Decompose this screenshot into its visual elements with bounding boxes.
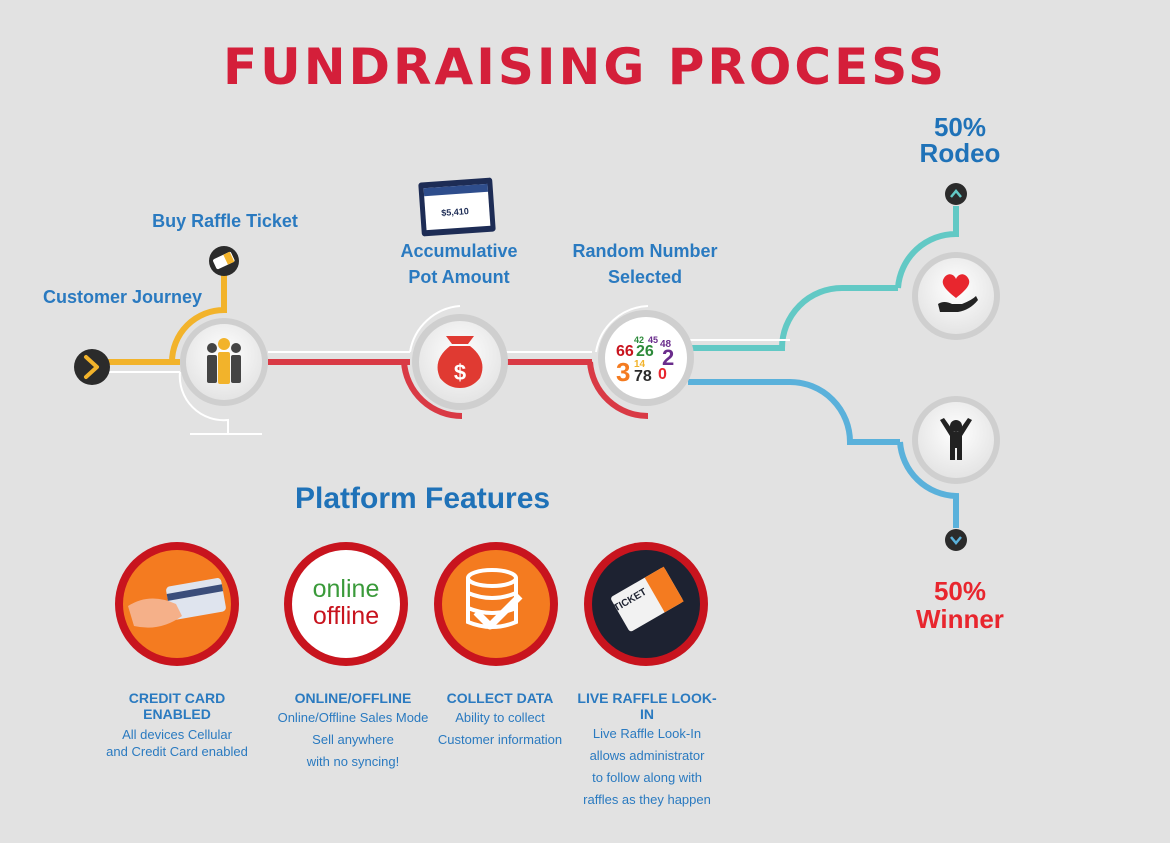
feature-desc-line: and Credit Card enabled [106, 744, 248, 759]
number-glyph: 45 [648, 335, 659, 345]
feature-desc-line: raffles as they happen [583, 792, 711, 807]
feature-desc-line: Live Raffle Look-In [592, 726, 702, 741]
feature-online-offline: ONLINE/OFFLINE Online/Offline Sales Mode… [271, 690, 435, 773]
rodeo-label: Rodeo [919, 138, 1001, 168]
number-glyph: 78 [634, 368, 652, 385]
feature-desc-line: All devices Cellular [122, 727, 232, 742]
scoreboard-icon [418, 177, 496, 237]
offline-word: offline [312, 602, 380, 630]
credit-card-icon [115, 542, 239, 666]
chevron-right-icon[interactable] [74, 349, 110, 385]
random-numbers-icon [598, 310, 694, 406]
feature-desc: All devices Cellular and Credit Card ena… [102, 726, 252, 760]
rodeo-percent: 50% [933, 112, 987, 142]
feature-desc-line: to follow along with [592, 770, 702, 785]
pot-label-line2: Pot Amount [408, 267, 510, 287]
winner-line [688, 379, 959, 528]
svg-text:$: $ [454, 360, 466, 385]
winner-label: Winner [916, 604, 1004, 634]
feature-desc-line: with no syncing! [306, 754, 400, 769]
feature-credit-card: CREDIT CARD ENABLED All devices Cellular… [102, 690, 252, 760]
feature-desc: Ability to collect Customer information [430, 707, 570, 751]
online-offline-icon-text: online offline [298, 576, 394, 630]
chevron-up-icon[interactable] [945, 183, 967, 205]
random-label-line1: Random Number [572, 241, 718, 261]
buy-ticket-label: Buy Raffle Ticket [152, 211, 298, 231]
online-offline-icon [284, 542, 408, 666]
pot-label-line1: Accumulative [400, 241, 518, 261]
feature-desc-line: Ability to collect [455, 710, 545, 725]
number-glyph: 26 [636, 343, 654, 360]
feature-desc-line: Customer information [437, 732, 563, 747]
money-bag-icon: $ [412, 314, 508, 410]
number-glyph: 48 [660, 339, 672, 350]
random-numbers-glyphs: 66 42 45 26 48 2 3 14 78 0 [614, 333, 678, 387]
ticket-icon [209, 246, 239, 276]
rodeo-line [688, 206, 959, 351]
chevron-down-icon[interactable] [945, 529, 967, 551]
number-glyph: 66 [616, 343, 634, 360]
feature-title: LIVE RAFFLE LOOK-IN [577, 690, 717, 722]
online-word: online [312, 575, 380, 603]
features-heading: Platform Features [295, 482, 551, 515]
feature-desc: Live Raffle Look-In allows administrator… [572, 723, 722, 811]
number-glyph: 3 [616, 357, 631, 387]
feature-live-raffle: LIVE RAFFLE LOOK-IN Live Raffle Look-In … [572, 690, 722, 811]
feature-desc-line: Online/Offline Sales Mode [277, 710, 429, 725]
feature-desc-line: allows administrator [589, 748, 705, 763]
feature-desc-line: Sell anywhere [312, 732, 394, 747]
number-glyph: 14 [634, 359, 646, 370]
people-icon [180, 318, 268, 406]
customer-journey-label: Customer Journey [42, 287, 203, 307]
feature-desc: Online/Offline Sales Mode Sell anywhere … [271, 707, 435, 773]
database-check-icon [434, 542, 558, 666]
feature-title: CREDIT CARD ENABLED [128, 690, 226, 722]
heart-hand-icon [912, 252, 1000, 340]
feature-collect-data: COLLECT DATA Ability to collect Customer… [430, 690, 570, 751]
random-label-line2: Selected [607, 267, 683, 287]
number-glyph: 0 [658, 366, 667, 383]
winner-percent: 50% [933, 576, 987, 606]
page-title: FUNDRAISING PROCESS [222, 38, 948, 96]
number-glyph: 42 [634, 335, 645, 345]
pot-line [268, 305, 649, 420]
feature-title: ONLINE/OFFLINE [294, 690, 412, 706]
live-ticket-icon [584, 542, 708, 666]
winner-person-icon [912, 396, 1000, 484]
feature-title: COLLECT DATA [446, 690, 554, 706]
number-glyph: 2 [662, 345, 675, 370]
